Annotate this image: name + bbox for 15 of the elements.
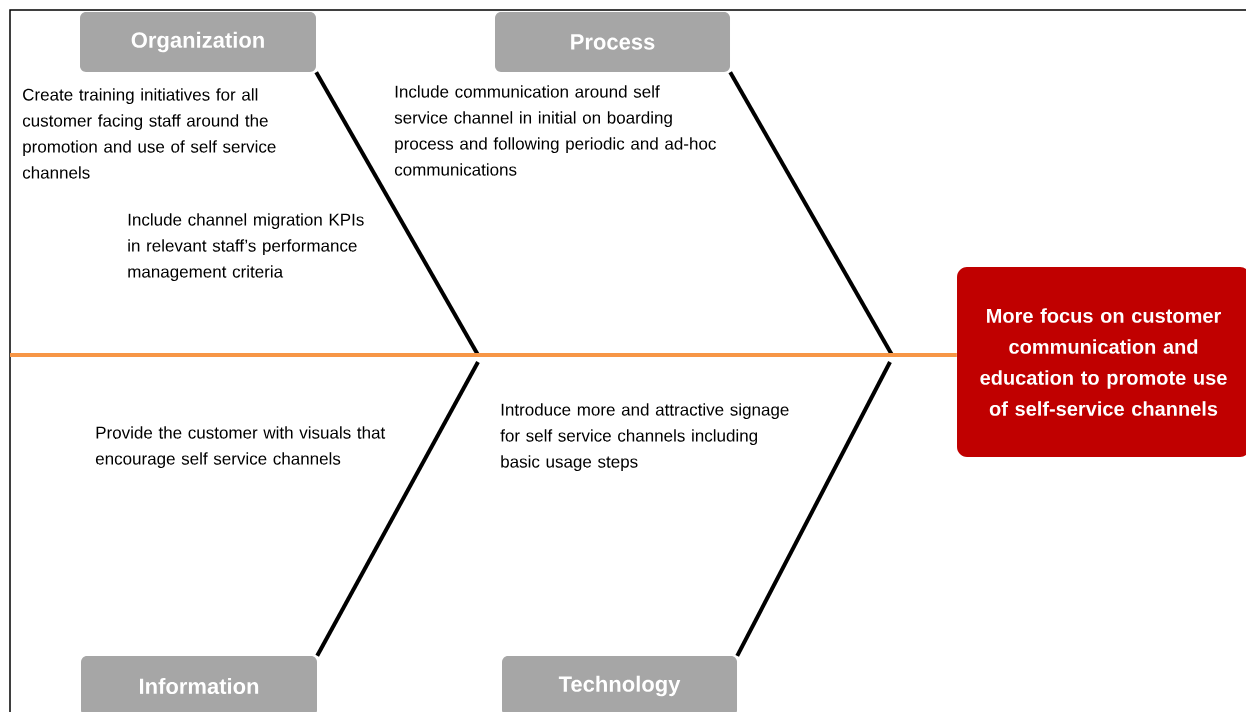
spine-line	[10, 353, 957, 357]
cause-text: Provide the customer with visuals that encourage self service channels	[95, 426, 386, 469]
bone-line	[735, 361, 892, 657]
cause-text: Include communication around self service channel in initial on boarding process and following periodic and ad-hoc communications	[394, 85, 716, 176]
cause-text: Include channel migration KPIs in relevant staff’s performance management criteria	[128, 213, 364, 282]
category-box: Information	[81, 656, 317, 712]
category-box: Technology	[502, 656, 737, 712]
category-box: Organization	[80, 12, 316, 72]
bone-line	[315, 361, 480, 657]
effect-box: More focus on customer communication and education to promote use of self-service channels	[957, 267, 1246, 457]
category-box: Process	[495, 12, 730, 72]
cause-text: Introduce more and attractive signage for self service channels including basic usage steps	[500, 403, 789, 472]
bone-line	[314, 71, 480, 356]
cause-text: Create training initiatives for all customer facing staff around the promotion and use of self service channels	[22, 88, 276, 179]
bone-line	[728, 71, 894, 356]
